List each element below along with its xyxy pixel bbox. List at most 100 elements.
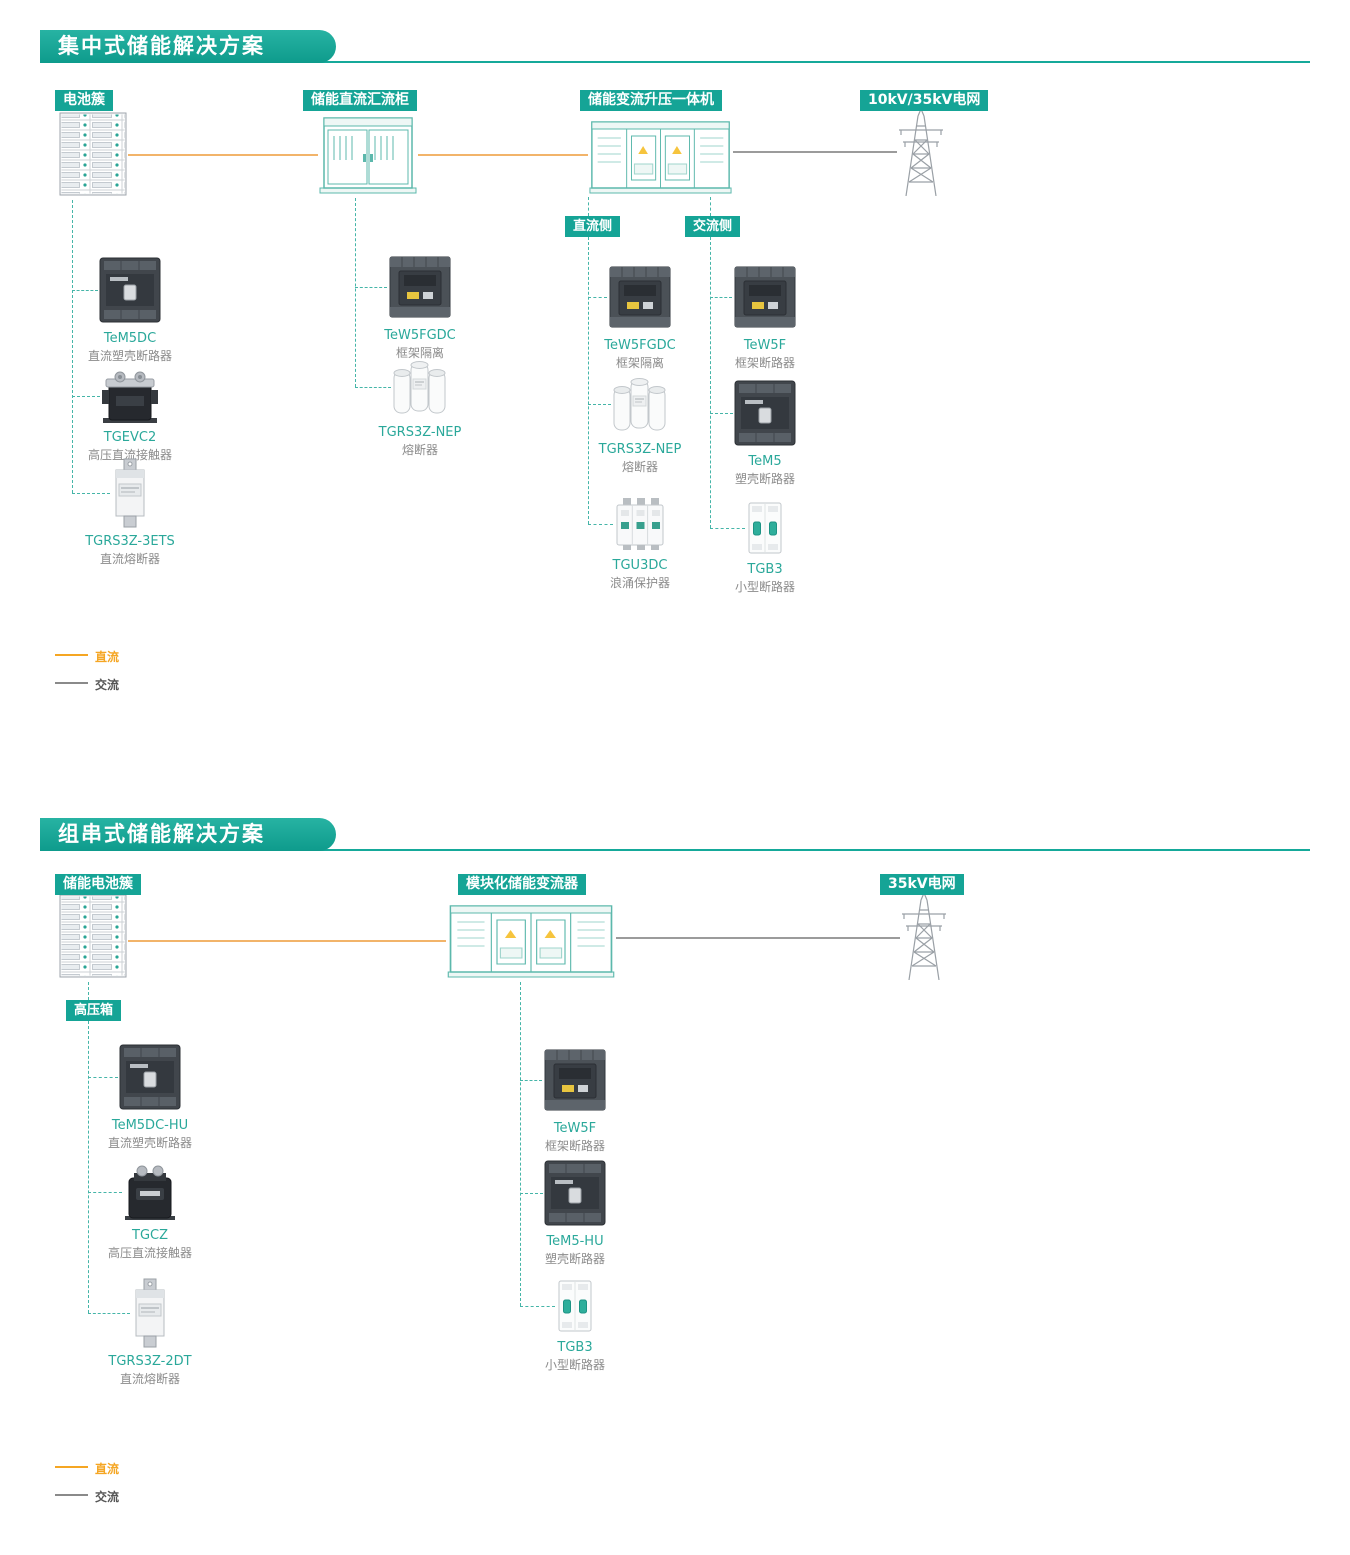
legend-dc-label: 直流 — [95, 650, 120, 664]
product-item: TGCZ 高压直流接触器 — [90, 1162, 210, 1261]
dc-connector-battery-converter — [128, 940, 446, 942]
label-converter-booster: 储能变流升压一体机 — [580, 90, 722, 111]
product-desc: 框架断路器 — [544, 1139, 605, 1153]
product-desc: 框架隔离 — [615, 356, 664, 370]
frame-breaker-icon — [609, 266, 671, 328]
label-dc-combiner: 储能直流汇流柜 — [303, 90, 417, 111]
product-name: TGCZ — [132, 1228, 168, 1243]
dashed-stub — [588, 297, 607, 298]
mccb-icon — [544, 1160, 606, 1226]
product-item: TeW5FGDC 框架隔离 — [360, 252, 480, 361]
product-name: TeW5F — [743, 338, 787, 353]
product-desc: 塑壳断路器 — [734, 472, 795, 486]
ac-connector-converter-grid — [616, 937, 900, 939]
dashed-trunk-combiner — [355, 198, 356, 387]
dashed-stub — [520, 1306, 555, 1307]
product-name: TeW5FGDC — [384, 328, 456, 343]
product-item: TGRS3Z-NEP 熔断器 — [360, 355, 480, 458]
dashed-trunk-battery — [88, 1021, 89, 1313]
cylinder-fuse-icon — [393, 361, 446, 414]
surge-protector-icon — [616, 497, 664, 551]
converter-booster-image — [588, 112, 733, 200]
label-ac-side: 交流侧 — [685, 216, 741, 237]
product-desc: 直流塑壳断路器 — [87, 349, 172, 363]
product-desc: 框架隔离 — [395, 346, 444, 360]
legend-ac-label: 交流 — [95, 1490, 120, 1504]
product-name: TGRS3Z-NEP — [598, 442, 682, 457]
product-name: TeM5DC — [103, 331, 157, 346]
product-name: TGEVC2 — [103, 430, 157, 445]
legend-dc-line — [55, 654, 88, 656]
product-desc: 熔断器 — [401, 443, 438, 457]
blade-fuse-icon — [115, 458, 145, 528]
product-desc: 塑壳断路器 — [544, 1252, 605, 1266]
product-name: TGRS3Z-2DT — [108, 1354, 192, 1369]
product-desc: 框架断路器 — [734, 356, 795, 370]
dc-connector-combiner-converter — [418, 154, 588, 156]
product-desc: 直流塑壳断路器 — [107, 1136, 192, 1150]
product-name: TGB3 — [557, 1340, 593, 1355]
section1-title-rule — [40, 61, 1310, 63]
dc-contactor-icon — [101, 371, 159, 424]
legend-dc-label: 直流 — [95, 1462, 120, 1476]
label-grid-35kv: 35kV电网 — [880, 874, 964, 895]
product-name: TGRS3Z-NEP — [378, 425, 462, 440]
mccb-icon — [119, 1044, 181, 1110]
product-item: TGRS3Z-3ETS 直流熔断器 — [70, 458, 190, 567]
dashed-trunk-dc-side — [588, 237, 589, 524]
dashed-stub — [588, 404, 611, 405]
product-name: TeW5FGDC — [604, 338, 676, 353]
battery-rack-image — [58, 892, 128, 984]
dashed-drop-dc-side — [588, 197, 589, 216]
product-desc: 熔断器 — [621, 460, 658, 474]
product-item: TeW5F 框架断路器 — [515, 1045, 635, 1154]
product-item: TeM5DC-HU 直流塑壳断路器 — [90, 1042, 210, 1151]
section1-title-banner: 集中式储能解决方案 — [40, 30, 336, 63]
dc-combiner-cabinet-image — [318, 110, 418, 200]
legend-ac-line — [55, 682, 88, 684]
product-item: TGB3 小型断路器 — [705, 500, 825, 595]
product-item: TGRS3Z-NEP 熔断器 — [580, 372, 700, 475]
dashed-drop-ac-side — [710, 197, 711, 216]
product-desc: 高压直流接触器 — [87, 448, 172, 462]
dashed-stub — [88, 1077, 118, 1078]
dashed-stub — [588, 524, 613, 525]
section2-title-rule — [40, 849, 1310, 851]
dashed-stub — [520, 1193, 543, 1194]
product-desc: 直流熔断器 — [119, 1372, 180, 1386]
mccb-icon — [99, 257, 161, 323]
mccb-icon — [734, 380, 796, 446]
dc-connector-battery-combiner — [128, 154, 318, 156]
product-item: TeW5F 框架断路器 — [705, 262, 825, 371]
cylinder-fuse-icon — [613, 378, 666, 431]
product-name: TeW5F — [553, 1121, 597, 1136]
dashed-stub — [72, 493, 110, 494]
product-item: TeM5DC 直流塑壳断路器 — [70, 255, 190, 364]
legend-dc-line — [55, 1466, 88, 1468]
frame-breaker-icon — [389, 256, 451, 318]
dashed-stub — [710, 297, 732, 298]
dc-contactor-icon — [124, 1165, 176, 1221]
dashed-stub — [710, 413, 733, 414]
label-modular-converter: 模块化储能变流器 — [458, 874, 586, 895]
product-item: TeW5FGDC 框架隔离 — [580, 262, 700, 371]
frame-breaker-icon — [544, 1049, 606, 1111]
product-name: TGU3DC — [612, 558, 668, 573]
legend-ac-label: 交流 — [95, 678, 120, 692]
section2-title-banner: 组串式储能解决方案 — [40, 818, 336, 851]
product-item: TeM5 塑壳断路器 — [705, 378, 825, 487]
product-name: TGRS3Z-3ETS — [85, 534, 175, 549]
product-desc: 小型断路器 — [544, 1358, 605, 1372]
product-item: TeM5-HU 塑壳断路器 — [515, 1158, 635, 1267]
product-desc: 直流熔断器 — [99, 552, 160, 566]
product-item: TGU3DC 浪涌保护器 — [580, 496, 700, 591]
dashed-stub — [88, 1313, 130, 1314]
legend-ac-line — [55, 1494, 88, 1496]
dashed-trunk-converter — [520, 982, 521, 1306]
dashed-stub — [88, 1192, 122, 1193]
product-item: TGRS3Z-2DT 直流熔断器 — [90, 1278, 210, 1387]
label-storage-battery-cluster: 储能电池簇 — [55, 874, 141, 895]
dashed-stub — [72, 396, 100, 397]
label-battery-cluster: 电池簇 — [55, 90, 113, 111]
